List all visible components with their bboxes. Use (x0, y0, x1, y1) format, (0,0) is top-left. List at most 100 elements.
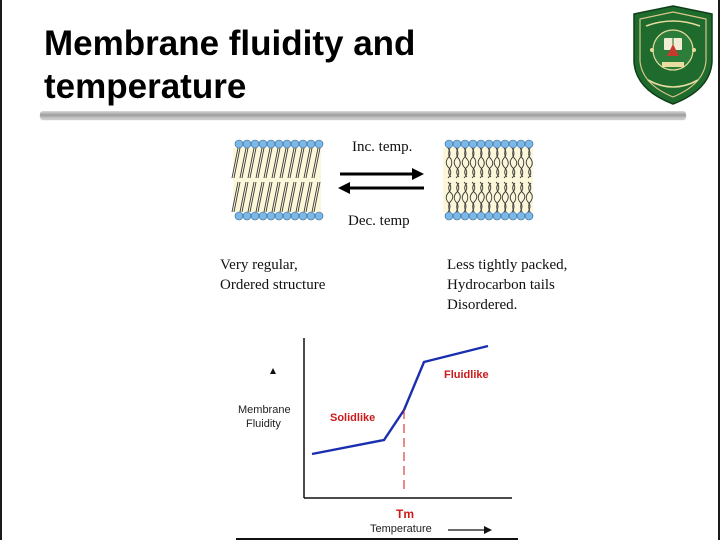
lipid-head (274, 139, 284, 149)
ordered-caption-line: Very regular, (220, 257, 298, 273)
lipid-head (258, 211, 268, 221)
lipid-head (484, 139, 494, 149)
lipid-tail (287, 181, 295, 213)
x-axis-label: Temperature (370, 523, 432, 535)
lipid-head (460, 139, 470, 149)
lipid-head (314, 211, 324, 221)
lipid-tail (231, 147, 239, 179)
lipid-tail (265, 181, 273, 213)
graph-bottom-border (236, 538, 518, 540)
lipid-tail (448, 147, 453, 178)
lipid-tail (257, 147, 265, 179)
lipid-tail (233, 181, 241, 213)
tm-label: Tm (396, 507, 414, 521)
lipid-tail (456, 147, 461, 178)
lipid-head (492, 211, 502, 221)
lipid-tail (303, 147, 311, 179)
solidlike-label: Solidlike (330, 412, 376, 424)
arrow-left-icon (338, 182, 350, 194)
lipid-tail (295, 147, 303, 179)
lipid-tail (281, 147, 289, 179)
lipid-tail (509, 147, 516, 179)
lipid-tail (279, 181, 287, 213)
lipid-tail (241, 181, 249, 213)
ordered-caption-line: Ordered structure (220, 277, 326, 293)
lipid-tail (493, 181, 500, 213)
lipid-tail (520, 182, 526, 213)
lipid-tail (241, 147, 249, 179)
lipid-head (492, 139, 502, 149)
lipid-tail (305, 147, 313, 179)
lipid-tail (313, 181, 321, 213)
lipid-tail (279, 147, 287, 179)
lipid-head (484, 211, 494, 221)
lipid-tail (289, 181, 297, 213)
ordered-membrane-illustration (231, 139, 324, 221)
fluidity-graph: Membrane Fluidity Solidlike Fluidlike Tm… (234, 330, 524, 540)
lipid-tail (305, 181, 313, 213)
slide-title-line-2: temperature (44, 67, 247, 106)
lipid-head (266, 211, 276, 221)
lipid-head (468, 139, 478, 149)
lipid-head (258, 139, 268, 149)
lipid-tail (461, 147, 468, 179)
lipid-head (460, 211, 470, 221)
lipid-tail (485, 181, 492, 213)
lipid-tail (456, 182, 461, 213)
disordered-caption-line: Less tightly packed, (447, 257, 568, 273)
lipid-tail (273, 181, 281, 213)
lipid-tail (504, 147, 509, 178)
disordered-caption-line: Hydrocarbon tails (447, 277, 555, 293)
lipid-head (242, 139, 252, 149)
lipid-tail (469, 181, 476, 213)
lipid-tail (525, 181, 532, 213)
lipid-head (500, 139, 510, 149)
lipid-head (516, 139, 526, 149)
lipid-tail (239, 147, 247, 179)
lipid-tail (445, 181, 452, 213)
lipid-tail (247, 181, 255, 213)
lipid-tail (239, 181, 247, 213)
lipid-head (476, 211, 486, 221)
lipid-tail (311, 181, 319, 213)
lipid-head (516, 211, 526, 221)
lipid-tail (512, 182, 517, 213)
lipid-tail (313, 147, 321, 179)
title-underline-bar (40, 111, 686, 119)
lipid-tail (477, 181, 484, 213)
lipid-tail (472, 182, 478, 213)
temperature-arrows (338, 168, 424, 194)
lipid-tail (464, 182, 469, 213)
fluidity-curve (311, 344, 489, 456)
lipid-head (282, 139, 292, 149)
lipid-tail (496, 182, 502, 213)
lipid-tail (517, 147, 524, 179)
lipid-head (250, 211, 260, 221)
lipid-head (298, 211, 308, 221)
lipid-tail (263, 147, 271, 179)
lipid-tail (488, 182, 493, 213)
lipid-tail (255, 181, 263, 213)
slide-border-right (718, 0, 720, 540)
lipid-tail (249, 147, 257, 179)
lipid-head (508, 211, 518, 221)
lipid-tail (477, 147, 484, 179)
lipid-head (508, 139, 518, 149)
lipid-tail (303, 181, 311, 213)
lipid-head (282, 211, 292, 221)
lipid-tail (281, 181, 289, 213)
lipid-tail (520, 147, 525, 178)
lipid-tail (496, 147, 501, 178)
lipid-tail (271, 181, 279, 213)
lipid-tail (257, 181, 265, 213)
disordered-caption-line: Disordered. (447, 297, 518, 313)
lipid-head (444, 211, 454, 221)
lipid-tail (297, 147, 305, 179)
decrease-temperature-label: Dec. temp (348, 213, 410, 229)
lipid-tail (311, 147, 319, 179)
lipid-tail (469, 147, 476, 179)
lipid-head (444, 139, 454, 149)
lipid-tail (265, 147, 273, 179)
lipid-tail (231, 181, 239, 213)
